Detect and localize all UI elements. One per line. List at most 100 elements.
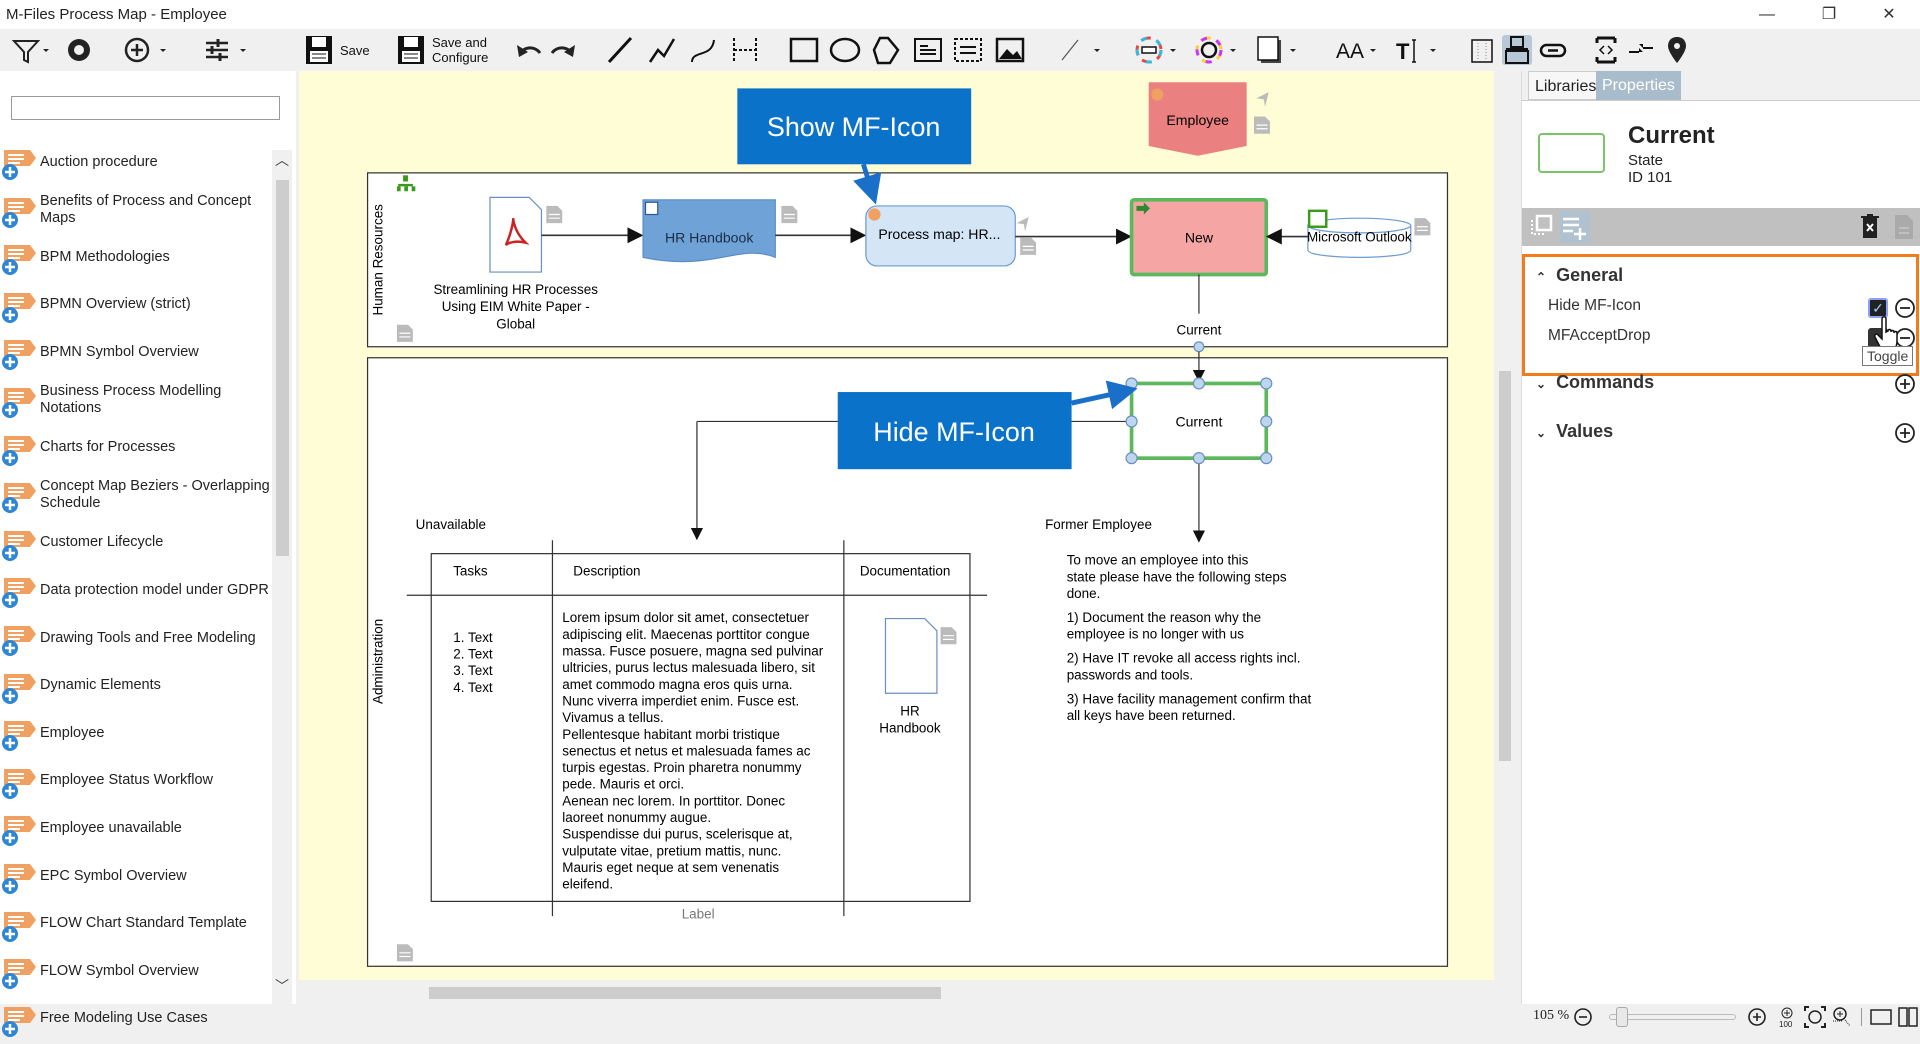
tab-properties[interactable]: Properties xyxy=(1596,71,1681,100)
layout-toggle[interactable] xyxy=(1502,35,1532,65)
line-style-dropdown[interactable] xyxy=(1056,35,1102,65)
document-icon[interactable] xyxy=(396,324,414,343)
document-icon[interactable] xyxy=(1413,217,1431,236)
code-button[interactable] xyxy=(1592,35,1620,65)
text-style-dropdown[interactable]: T xyxy=(1394,35,1440,65)
sidebar-scrollbar[interactable]: ︿ ﹀ xyxy=(272,150,292,1010)
library-item[interactable]: Business Process Modelling Notations xyxy=(0,380,270,420)
canvas-vertical-scrollbar[interactable] xyxy=(1496,71,1514,983)
zoom-slider[interactable] xyxy=(1609,1014,1736,1020)
two-page-icon[interactable] xyxy=(1897,1006,1919,1028)
save-button[interactable]: Save xyxy=(304,35,370,65)
dashed-textbox-tool[interactable] xyxy=(952,35,984,65)
scroll-down-icon[interactable]: ﹀ xyxy=(275,978,289,994)
library-item[interactable]: Customer Lifecycle xyxy=(0,523,270,563)
view-button[interactable] xyxy=(64,35,94,65)
library-item[interactable]: Auction procedure xyxy=(0,142,270,182)
hr-handbook-shape[interactable] xyxy=(642,199,776,263)
section-commands[interactable]: ⌄Commands xyxy=(1536,372,1654,393)
ellipse-tool[interactable] xyxy=(828,35,862,65)
library-item[interactable]: Employee xyxy=(0,713,270,753)
rectangle-tool[interactable] xyxy=(788,35,820,65)
document-icon[interactable] xyxy=(545,205,563,224)
handbook-document[interactable] xyxy=(884,617,938,694)
library-item[interactable]: Data protection model under GDPR xyxy=(0,570,270,610)
scroll-up-icon[interactable]: ︿ xyxy=(275,152,289,168)
plus-circle-icon[interactable] xyxy=(1894,373,1916,395)
library-item[interactable]: Benefits of Process and Concept Maps xyxy=(0,190,270,230)
shadow-dropdown[interactable] xyxy=(1254,35,1300,65)
zoom-selection-icon[interactable] xyxy=(1831,1006,1853,1028)
add-button[interactable] xyxy=(122,35,168,65)
restore-button[interactable]: ❐ xyxy=(1821,6,1837,23)
font-size-dropdown[interactable]: AA xyxy=(1334,35,1380,65)
document-icon[interactable] xyxy=(1892,213,1916,241)
polyline-tool[interactable] xyxy=(646,35,678,65)
document-icon[interactable] xyxy=(396,943,414,962)
library-item[interactable]: Charts for Processes xyxy=(0,428,270,468)
library-item[interactable]: BPMN Symbol Overview xyxy=(0,332,270,372)
pdf-document[interactable] xyxy=(489,196,543,273)
line-color-dropdown[interactable] xyxy=(1194,35,1240,65)
delete-icon[interactable] xyxy=(1858,213,1882,241)
sidebar-scroll-thumb[interactable] xyxy=(276,180,289,556)
location-button[interactable] xyxy=(1664,35,1690,65)
curve-tool[interactable] xyxy=(688,35,720,65)
zoom-fit-icon[interactable] xyxy=(1804,1006,1826,1028)
merge-button[interactable] xyxy=(1626,35,1656,65)
library-item[interactable]: Dynamic Elements xyxy=(0,666,270,706)
chevron-up-icon: ⌃ xyxy=(1536,270,1547,284)
filter-button[interactable] xyxy=(10,35,50,65)
hide-mf-icon-checkbox[interactable]: ✓ xyxy=(1868,298,1888,318)
library-item[interactable]: Concept Map Beziers - Overlapping Schedu… xyxy=(0,475,270,515)
polygon-tool[interactable] xyxy=(870,35,902,65)
document-icon[interactable] xyxy=(1019,237,1037,256)
textbox-tool[interactable] xyxy=(912,35,944,65)
task-table[interactable] xyxy=(406,540,988,917)
zoom-out-icon[interactable] xyxy=(1573,1007,1593,1027)
undo-button[interactable] xyxy=(514,35,544,65)
zoom-100-icon[interactable]: 100 xyxy=(1777,1006,1797,1028)
employee-shape[interactable] xyxy=(1148,82,1247,156)
document-icon[interactable] xyxy=(939,626,958,645)
image-tool[interactable] xyxy=(994,35,1026,65)
minimize-button[interactable]: — xyxy=(1759,6,1775,23)
tab-libraries[interactable]: Libraries xyxy=(1528,71,1604,100)
outlook-cylinder[interactable] xyxy=(1307,217,1412,258)
plus-circle-icon[interactable] xyxy=(1894,422,1916,444)
vertical-scroll-thumb[interactable] xyxy=(1499,371,1511,761)
close-button[interactable]: ✕ xyxy=(1882,6,1896,23)
library-item[interactable]: EPC Symbol Overview xyxy=(0,856,270,896)
library-item[interactable]: FLOW Symbol Overview xyxy=(0,951,270,991)
minus-circle-icon[interactable] xyxy=(1894,297,1916,319)
single-page-icon[interactable] xyxy=(1869,1008,1893,1026)
grid-toggle[interactable] xyxy=(1468,35,1496,65)
header-description: Description xyxy=(573,564,640,579)
library-item[interactable]: Employee unavailable xyxy=(0,808,270,848)
library-item[interactable]: FLOW Chart Standard Template xyxy=(0,904,270,944)
canvas-horizontal-scrollbar[interactable] xyxy=(299,983,1496,1002)
zoom-in-icon[interactable] xyxy=(1747,1007,1767,1027)
library-item[interactable]: Drawing Tools and Free Modeling xyxy=(0,618,270,658)
document-icon[interactable] xyxy=(780,205,798,224)
library-item[interactable]: Free Modeling Use Cases xyxy=(0,999,270,1039)
line-tool[interactable] xyxy=(604,35,636,65)
fill-color-dropdown[interactable] xyxy=(1134,35,1180,65)
select-frame-icon[interactable] xyxy=(1528,212,1558,242)
library-search-input[interactable] xyxy=(11,96,280,120)
link-button[interactable] xyxy=(1538,35,1568,65)
library-item[interactable]: Employee Status Workflow xyxy=(0,761,270,801)
section-values[interactable]: ⌄Values xyxy=(1536,421,1613,442)
add-list-icon[interactable] xyxy=(1560,211,1590,243)
horizontal-scroll-thumb[interactable] xyxy=(429,987,941,999)
zoom-slider-thumb[interactable] xyxy=(1616,1007,1628,1027)
outlook-text: Microsoft Outlook xyxy=(1307,229,1412,244)
redo-button[interactable] xyxy=(548,35,578,65)
text-line: Suspendisse dui purus, scelerisque at, xyxy=(562,827,792,842)
library-item[interactable]: BPMN Overview (strict) xyxy=(0,285,270,325)
library-item[interactable]: BPM Methodologies xyxy=(0,237,270,277)
section-general[interactable]: ⌃General xyxy=(1536,265,1623,286)
connector-tool[interactable] xyxy=(728,35,762,65)
settings-button[interactable] xyxy=(202,35,248,65)
